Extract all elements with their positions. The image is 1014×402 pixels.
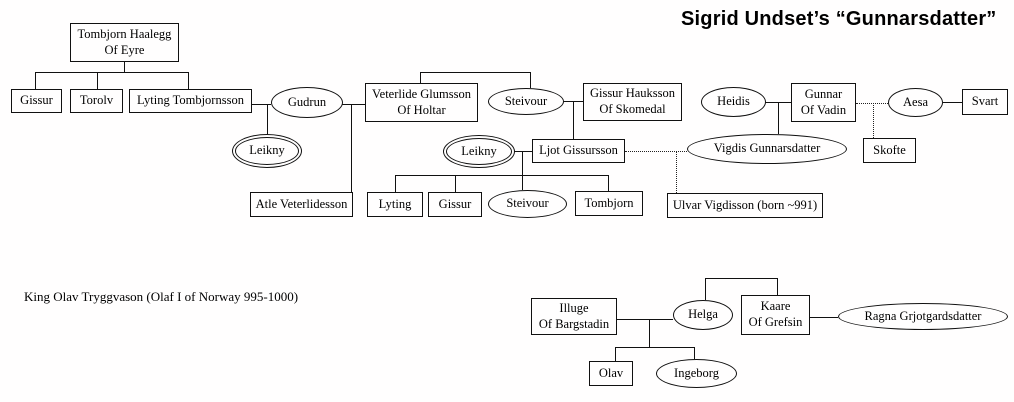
node-label: Gunnar Of Vadin [800, 86, 847, 117]
connector-line [705, 278, 706, 300]
inner-ellipse-border [235, 137, 299, 165]
node-gissur-ljotsson: Gissur [428, 192, 482, 217]
node-ragna-grjotgardsdatter: Ragna Grjotgardsdatter [838, 303, 1008, 330]
inner-ellipse-border [446, 138, 512, 165]
node-gissur-tombjornsson: Gissur [11, 89, 62, 113]
connector-line [649, 319, 650, 347]
node-steivour-1: Steivour [488, 88, 564, 115]
connector-line [943, 102, 962, 103]
node-svart: Svart [962, 89, 1008, 115]
node-leikny-2: Leikny [443, 135, 515, 168]
connector-line [514, 151, 532, 152]
node-ulvar-vigdisson: Ulvar Vigdisson (born ~991) [667, 193, 823, 218]
node-aesa: Aesa [888, 88, 943, 117]
node-torolv: Torolv [70, 89, 123, 113]
connector-line [420, 72, 530, 73]
node-label: Kaare Of Grefsin [748, 299, 803, 329]
node-ljot-gissursson: Ljot Gissursson [532, 139, 625, 163]
node-label: Lyting [378, 196, 412, 211]
connector-line [810, 317, 838, 318]
node-tombjorn: Tombjorn [575, 191, 643, 216]
connector-line [35, 72, 188, 73]
connector-line [124, 62, 125, 72]
node-label: Veterlide Glumsson Of Holtar [372, 86, 471, 117]
dotted-connector-line [873, 103, 874, 138]
connector-line [455, 175, 456, 192]
node-label: Helga [688, 307, 718, 322]
node-label: Skofte [873, 142, 906, 157]
connector-line [705, 278, 777, 279]
connector-line [267, 104, 268, 134]
node-label: Tombjorn [584, 195, 634, 210]
node-label: Ingeborg [674, 365, 719, 380]
node-heidis: Heidis [701, 87, 766, 117]
connector-line [522, 151, 523, 190]
node-label: Vigdis Gunnarsdatter [713, 141, 821, 156]
node-vigdis-gunnarsdatter: Vigdis Gunnarsdatter [687, 134, 847, 164]
connector-line [97, 72, 98, 89]
node-label: Aesa [903, 94, 928, 109]
dotted-connector-line [676, 151, 677, 193]
connector-line [778, 102, 779, 134]
node-olav: Olav [589, 361, 633, 386]
node-gunnar-of-vadin: Gunnar Of Vadin [791, 83, 856, 122]
node-veterlide-glumsson-of-holtar: Veterlide Glumsson Of Holtar [365, 83, 478, 122]
node-label: Tombjorn Haalegg Of Eyre [77, 26, 172, 57]
node-tombjorn-haalegg-of-eyre: Tombjorn Haalegg Of Eyre [70, 23, 179, 62]
connector-line [351, 104, 352, 192]
node-skofte: Skofte [863, 138, 916, 163]
node-label: Gissur Hauksson Of Skomedal [589, 86, 676, 116]
node-label: Ljot Gissursson [539, 143, 618, 158]
node-label: Ulvar Vigdisson (born ~991) [672, 197, 818, 212]
node-steivour-2: Steivour [488, 190, 567, 218]
node-label: Steivour [506, 196, 549, 211]
connector-line [615, 347, 616, 361]
node-label: Gissur [438, 196, 472, 211]
diagram-title: Sigrid Undset’s “Gunnarsdatter” [681, 8, 997, 30]
node-lyting-tombjornsson: Lyting Tombjornsson [129, 89, 252, 113]
connector-line [395, 175, 396, 192]
node-label: Lyting Tombjornsson [137, 93, 244, 108]
dotted-connector-line [856, 103, 888, 104]
connector-line [615, 347, 694, 348]
connector-line [342, 104, 365, 105]
node-label: Leikny [461, 143, 497, 158]
connector-line [252, 104, 271, 105]
node-label: Illuge Of Bargstadin [538, 300, 610, 331]
node-ingeborg: Ingeborg [656, 359, 737, 388]
node-label: Heidis [717, 94, 750, 109]
node-label: Ragna Grjotgardsdatter [864, 308, 982, 323]
connector-line [617, 319, 673, 320]
connector-line [530, 72, 531, 88]
node-label: Svart [971, 94, 999, 109]
node-label: Gudrun [287, 94, 327, 109]
node-gissur-hauksson-of-skomedal: Gissur Hauksson Of Skomedal [583, 83, 682, 121]
dotted-connector-line [625, 151, 687, 152]
node-label: Olav [598, 365, 624, 380]
connector-line [395, 175, 608, 176]
connector-line [777, 278, 778, 295]
connector-line [573, 101, 574, 139]
node-lyting-ljotsson: Lyting [367, 192, 423, 217]
connector-line [35, 72, 36, 89]
node-illuge-of-bargstadin: Illuge Of Bargstadin [531, 298, 617, 335]
node-label: Atle Veterlidesson [255, 196, 348, 211]
node-leikny-1: Leikny [232, 134, 302, 168]
node-label: Steivour [504, 93, 548, 108]
node-kaare-of-grefsin: Kaare Of Grefsin [741, 295, 810, 335]
node-gudrun: Gudrun [271, 87, 343, 118]
connector-line [420, 72, 421, 83]
node-label: Leikny [249, 143, 285, 158]
node-label: Torolv [79, 93, 114, 108]
node-label: Gissur [20, 93, 53, 108]
connector-line [694, 347, 695, 359]
connector-line [188, 72, 189, 89]
connector-line [608, 175, 609, 191]
node-atle-veterlidesson: Atle Veterlidesson [250, 192, 353, 217]
king-olav-footnote: King Olav Tryggvason (Olaf I of Norway 9… [24, 289, 299, 304]
node-helga: Helga [673, 300, 733, 330]
